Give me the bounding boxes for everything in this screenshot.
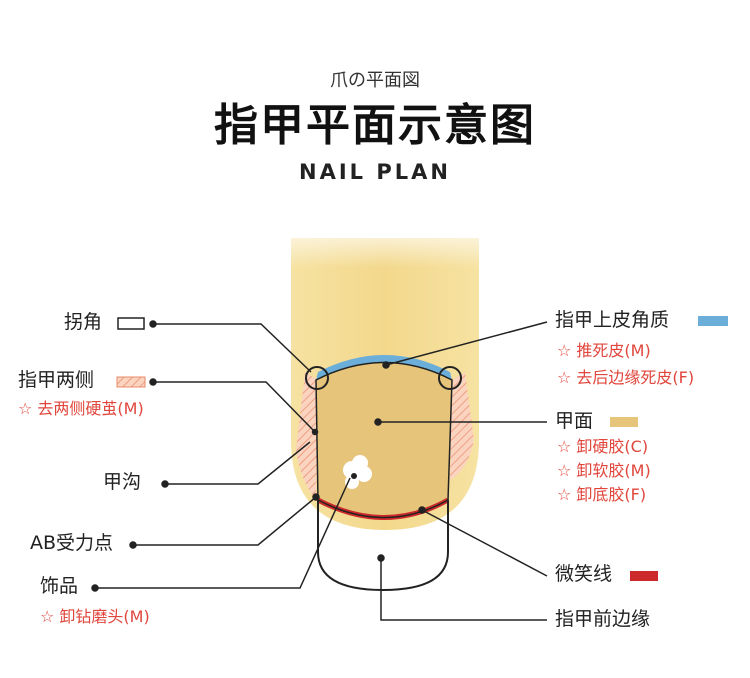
cuticle-legend-swatch	[698, 316, 728, 326]
corner-legend-swatch	[117, 317, 145, 330]
corner-circle-right	[438, 366, 462, 390]
corner-circle-left	[305, 366, 329, 390]
label-ab-stress-point: AB受力点	[30, 532, 114, 554]
note-plate-2: ☆ 卸软胶(M)	[557, 461, 651, 480]
nail-side-left	[296, 372, 318, 500]
note-plate-3: ☆ 卸底胶(F)	[557, 485, 647, 504]
smile-legend-swatch	[630, 571, 658, 581]
label-free-edge: 指甲前边缘	[555, 608, 651, 630]
label-corner: 拐角	[64, 311, 103, 333]
note-cuticle-1: ☆ 推死皮(M)	[557, 341, 651, 360]
label-nail-plate: 甲面	[555, 410, 594, 432]
ornament-shape	[343, 455, 372, 489]
side-legend-swatch	[116, 376, 146, 388]
note-nail-sides: ☆ 去两侧硬茧(M)	[18, 399, 144, 418]
subtitle: 爪の平面図	[330, 70, 420, 91]
note-cuticle-2: ☆ 去后边缘死皮(F)	[557, 368, 695, 387]
leader-lines	[91, 320, 548, 621]
english-title: NAIL PLAN	[299, 160, 451, 184]
plate-legend-swatch	[610, 417, 638, 427]
label-ornament: 饰品	[40, 575, 79, 597]
main-title: 指甲平面示意图	[214, 100, 536, 151]
note-ornament: ☆ 卸钻磨头(M)	[40, 607, 150, 626]
nail-plate	[316, 362, 452, 518]
label-nail-sides: 指甲两侧	[18, 369, 95, 391]
label-smile-line: 微笑线	[555, 563, 613, 585]
free-edge	[317, 500, 449, 592]
note-plate-1: ☆ 卸硬胶(C)	[557, 437, 649, 456]
label-cuticle: 指甲上皮角质	[555, 309, 670, 331]
nail-side-right	[450, 372, 474, 480]
label-nail-groove: 甲沟	[103, 471, 142, 493]
cuticle-band	[316, 355, 452, 380]
